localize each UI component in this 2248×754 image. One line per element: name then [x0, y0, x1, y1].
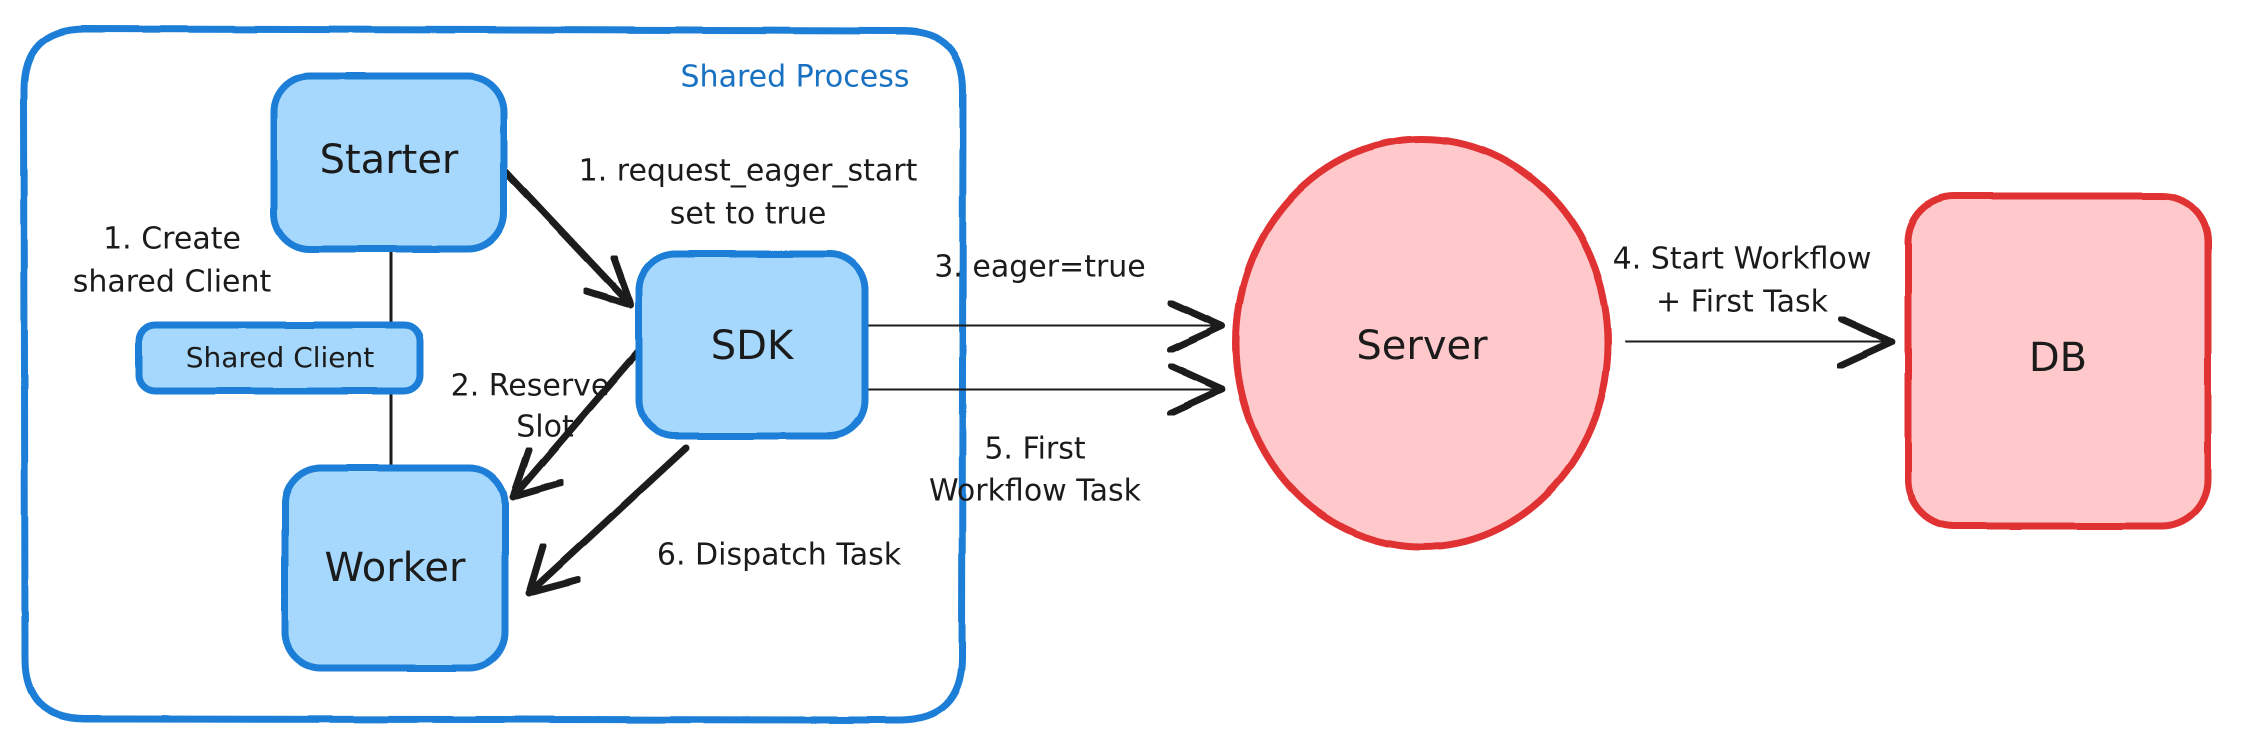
- edge-eager-true-line: [864, 321, 1226, 330]
- edge-reserve-slot[interactable]: 2. Reserve Slot: [451, 336, 652, 501]
- node-starter-shape: [270, 72, 508, 253]
- edge-first-workflow-task-label-line1: 5. First: [984, 432, 1086, 467]
- edge-reserve-slot-arrowhead: [509, 446, 565, 501]
- edge-start-workflow-arrowhead: [1836, 315, 1896, 370]
- node-db[interactable]: DB: [1904, 192, 2212, 530]
- edge-create-shared-client-line-bottom: [387, 387, 395, 471]
- edge-dispatch-task[interactable]: 6. Dispatch Task: [525, 444, 902, 597]
- edge-dispatch-task-arrowhead: [525, 542, 582, 597]
- node-shared-client-label: Shared Client: [186, 341, 375, 374]
- node-sdk-label: SDK: [711, 323, 795, 369]
- node-server[interactable]: Server: [1232, 135, 1612, 551]
- node-sdk-shape: [635, 250, 869, 440]
- edge-dispatch-task-label-line1: 6. Dispatch Task: [657, 538, 902, 573]
- edge-request-eager-start[interactable]: 1. request_eager_start set to true: [500, 154, 918, 309]
- group-shared-process-border: [20, 25, 967, 724]
- node-db-shape: [1904, 192, 2212, 530]
- edge-start-workflow-label-line2: + First Task: [1656, 285, 1829, 320]
- node-shared-client-shape: [135, 321, 424, 395]
- edge-create-shared-client-label-line1: 1. Create: [103, 222, 241, 257]
- edge-reserve-slot-label-line1: 2. Reserve: [451, 369, 610, 404]
- edge-create-shared-client[interactable]: 1. Create shared Client: [73, 222, 395, 471]
- node-worker-shape: [281, 464, 509, 672]
- edge-reserve-slot-label-line2: Slot: [516, 410, 574, 445]
- edge-eager-true-arrowhead: [1166, 299, 1226, 354]
- edge-create-shared-client-line-top: [387, 245, 395, 328]
- edge-eager-true[interactable]: 3. eager=true: [864, 250, 1226, 354]
- node-starter[interactable]: Starter: [270, 72, 508, 253]
- group-shared-process[interactable]: Shared Process: [20, 25, 967, 724]
- edge-start-workflow-label-line1: 4. Start Workflow: [1613, 242, 1872, 277]
- node-server-shape: [1232, 135, 1612, 551]
- edge-first-workflow-task-label-line2: Workflow Task: [929, 474, 1142, 509]
- group-shared-process-label: Shared Process: [681, 60, 910, 95]
- edge-eager-true-label-line1: 3. eager=true: [934, 250, 1146, 285]
- edge-request-eager-start-line: [500, 166, 635, 309]
- node-starter-label: Starter: [320, 137, 459, 183]
- edge-first-workflow-task[interactable]: 5. First Workflow Task: [864, 362, 1226, 509]
- node-server-label: Server: [1356, 323, 1488, 369]
- node-db-label: DB: [2029, 335, 2087, 381]
- edge-request-eager-start-label-line1: 1. request_eager_start: [579, 154, 918, 189]
- edge-request-eager-start-label-line2: set to true: [670, 197, 827, 232]
- node-worker-label: Worker: [325, 545, 466, 591]
- node-worker[interactable]: Worker: [281, 464, 509, 672]
- edge-reserve-slot-line: [509, 336, 652, 501]
- edge-first-workflow-task-line: [864, 385, 1226, 394]
- node-sdk[interactable]: SDK: [635, 250, 869, 440]
- edge-start-workflow-line: [1624, 337, 1896, 346]
- edge-request-eager-start-arrowhead: [582, 254, 635, 309]
- node-shared-client[interactable]: Shared Client: [135, 321, 424, 395]
- edge-create-shared-client-label-line2: shared Client: [73, 265, 272, 300]
- edge-dispatch-task-line: [525, 444, 690, 597]
- edge-first-workflow-task-arrowhead: [1166, 362, 1226, 417]
- edge-start-workflow[interactable]: 4. Start Workflow + First Task: [1613, 242, 1896, 370]
